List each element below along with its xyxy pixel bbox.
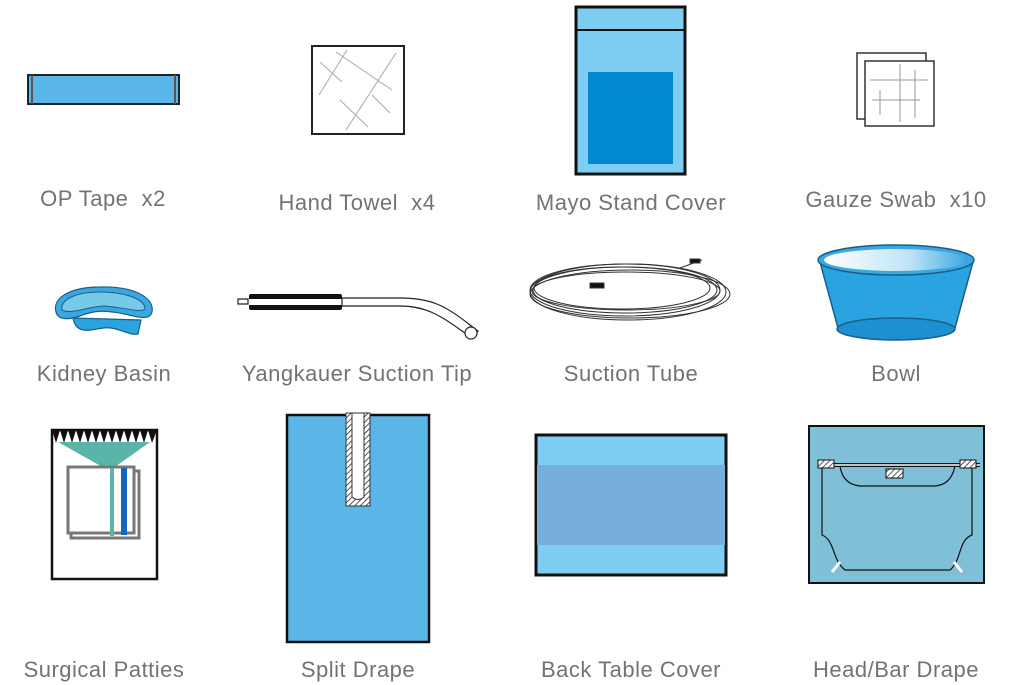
label-bowl: Bowl [871,361,921,386]
op-tape-icon [27,74,180,105]
label-suction-tip: Yangkauer Suction Tip [242,361,472,386]
label-suction-tube: Suction Tube [564,361,698,386]
suction-tube-icon [529,258,731,321]
label-gauze-swab: Gauze Swab x10 [805,187,986,212]
label-head-bar-drape: Head/Bar Drape [813,657,979,682]
label-surgical-patties: Surgical Patties [24,657,185,682]
split-drape-icon [285,412,431,644]
label-op-tape: OP Tape x2 [40,186,166,211]
label-back-table-cover: Back Table Cover [541,657,721,682]
label-mayo-stand-cover: Mayo Stand Cover [536,190,726,215]
suction-tip-icon [237,294,479,340]
mayo-stand-cover-icon [574,5,687,176]
bowl-icon [817,244,975,341]
gauze-swab-icon [856,52,935,127]
hand-towel-icon [311,45,405,135]
kidney-basin-icon [54,286,153,335]
head-bar-drape-icon [808,425,985,584]
back-table-cover-icon [534,433,728,577]
surgical-patties-icon [50,428,159,581]
label-kidney-basin: Kidney Basin [37,361,171,386]
label-hand-towel: Hand Towel x4 [278,190,435,215]
label-split-drape: Split Drape [301,657,415,682]
